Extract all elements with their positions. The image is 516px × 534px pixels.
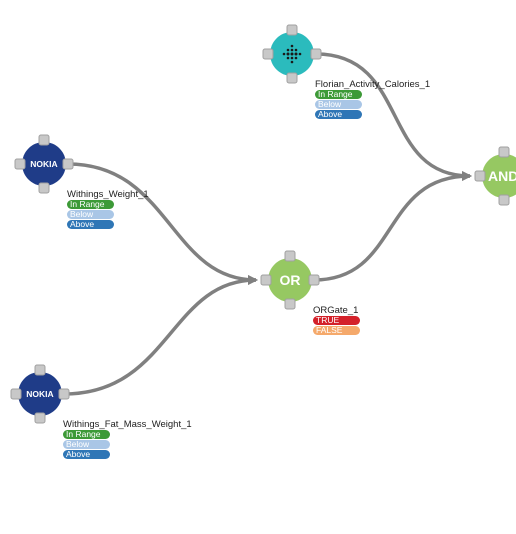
badge-in-range: In Range <box>315 90 362 99</box>
withings-fat-label: Withings_Fat_Mass_Weight_1 <box>63 419 192 430</box>
port-bottom[interactable] <box>286 72 298 84</box>
badge-true: TRUE <box>313 316 360 325</box>
port-right[interactable] <box>62 158 74 170</box>
port-left[interactable] <box>10 388 22 400</box>
node-withings-weight[interactable]: NOKIA <box>14 134 74 194</box>
port-left[interactable] <box>260 274 272 286</box>
badge-above: Above <box>315 110 362 119</box>
nokia-logo-text: NOKIA <box>30 159 57 169</box>
node-withings-fat-mass[interactable]: NOKIA <box>10 364 70 424</box>
badge-below: Below <box>315 100 362 109</box>
port-top[interactable] <box>38 134 50 146</box>
and-gate-circle <box>482 154 516 198</box>
badge-in-range: In Range <box>63 430 110 439</box>
port-top[interactable] <box>286 24 298 36</box>
node-and-gate[interactable]: AND <box>474 146 516 206</box>
edge-fat-to-or[interactable] <box>63 275 258 396</box>
port-left[interactable] <box>14 158 26 170</box>
or-gate-text: OR <box>280 272 301 288</box>
fitbit-dots <box>282 44 302 64</box>
port-bottom[interactable] <box>38 182 50 194</box>
node-florian-activity[interactable] <box>262 24 322 84</box>
port-left[interactable] <box>474 170 486 182</box>
port-right[interactable] <box>308 274 320 286</box>
port-top[interactable] <box>498 146 510 158</box>
port-right[interactable] <box>310 48 322 60</box>
badge-in-range: In Range <box>67 200 114 209</box>
or-gate-label: ORGate_1 <box>313 305 359 316</box>
port-bottom[interactable] <box>34 412 46 424</box>
edge-or-to-and[interactable] <box>313 171 472 282</box>
nokia-icon <box>22 142 66 186</box>
nokia-logo-text: NOKIA <box>26 389 53 399</box>
badge-below: Below <box>63 440 110 449</box>
edge-weight-to-or[interactable] <box>67 162 258 285</box>
badge-below: Below <box>67 210 114 219</box>
port-bottom[interactable] <box>498 194 510 206</box>
florian-activity-label: Florian_Activity_Calories_1 <box>315 79 431 90</box>
port-top[interactable] <box>284 250 296 262</box>
badge-above: Above <box>63 450 110 459</box>
port-right[interactable] <box>58 388 70 400</box>
port-bottom[interactable] <box>284 298 296 310</box>
port-left[interactable] <box>262 48 274 60</box>
nokia-icon <box>18 372 62 416</box>
withings-weight-label: Withings_Weight_1 <box>67 189 149 200</box>
node-or-gate[interactable]: OR <box>260 250 320 310</box>
and-gate-text: AND <box>488 168 516 184</box>
badge-false: FALSE <box>313 326 360 335</box>
edge-activity-to-and[interactable] <box>315 52 472 181</box>
or-gate-circle <box>268 258 312 302</box>
badge-above: Above <box>67 220 114 229</box>
port-top[interactable] <box>34 364 46 376</box>
